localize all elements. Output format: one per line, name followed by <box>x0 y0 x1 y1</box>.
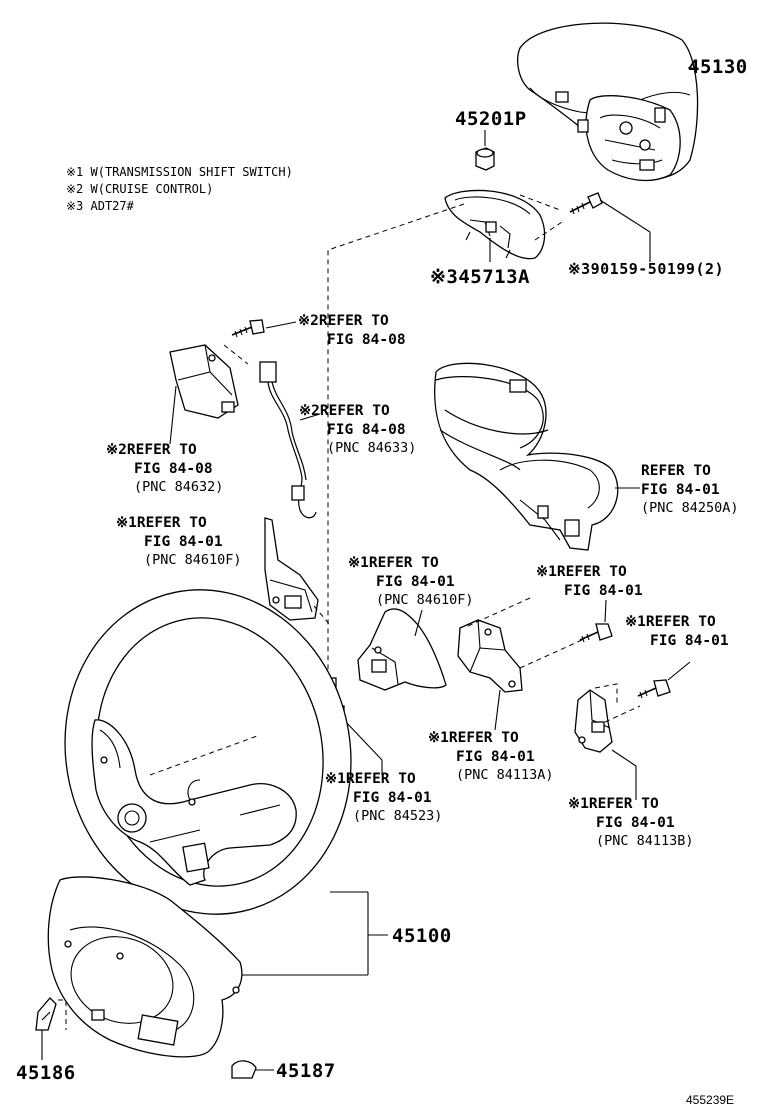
refer-label-5[interactable]: ※1REFER TO <box>116 515 207 531</box>
refer-pnc-5: (PNC 84610F) <box>144 552 242 568</box>
refer-fig-1[interactable]: FIG 84-08 <box>327 332 406 348</box>
refer-fig-5[interactable]: FIG 84-01 <box>144 534 223 550</box>
part-number-45100[interactable]: 45100 <box>392 925 452 947</box>
part-number-90159-50199[interactable]: ※390159-50199(2) <box>568 260 725 278</box>
part-number-45713A[interactable]: ※345713A <box>430 266 530 288</box>
refer-fig-8[interactable]: FIG 84-01 <box>650 633 729 649</box>
refer-label-2[interactable]: ※2REFER TO <box>299 403 390 419</box>
shift-switch-right[interactable] <box>357 608 447 691</box>
refer-fig-10[interactable]: FIG 84-01 <box>353 790 432 806</box>
cruise-wire-harness[interactable] <box>259 361 317 519</box>
screw-right-2[interactable] <box>637 679 671 699</box>
refer-pnc-6: (PNC 84610F) <box>376 592 474 608</box>
screw-cruise[interactable] <box>231 319 265 338</box>
refer-pnc-10: (PNC 84523) <box>353 808 443 824</box>
horn-pad-45130[interactable] <box>517 22 699 182</box>
bracket-84113A[interactable] <box>457 619 523 693</box>
refer-label-1[interactable]: ※2REFER TO <box>298 313 389 329</box>
spiral-cable-assembly[interactable] <box>434 362 619 551</box>
screw-right-1[interactable] <box>579 623 613 643</box>
note-3: ※3 ADT27# <box>66 199 134 213</box>
part-number-45130[interactable]: 45130 <box>688 56 748 78</box>
refer-pnc-9: (PNC 84113A) <box>456 767 554 783</box>
part-number-45201P[interactable]: 45201P <box>455 108 527 130</box>
bracket-84113B[interactable] <box>574 689 613 753</box>
refer-label-9[interactable]: ※1REFER TO <box>428 730 519 746</box>
refer-fig-6[interactable]: FIG 84-01 <box>376 574 455 590</box>
screw-90159-50199[interactable] <box>569 192 603 215</box>
part-number-45186[interactable]: 45186 <box>16 1062 76 1084</box>
refer-label-11[interactable]: ※1REFER TO <box>568 796 659 812</box>
cap-45187[interactable] <box>231 1060 257 1079</box>
refer-fig-3[interactable]: FIG 84-08 <box>134 461 213 477</box>
refer-pnc-3: (PNC 84632) <box>134 479 224 495</box>
refer-label-10[interactable]: ※1REFER TO <box>325 771 416 787</box>
part-number-45187[interactable]: 45187 <box>276 1060 336 1082</box>
refer-label-3[interactable]: ※2REFER TO <box>106 442 197 458</box>
refer-pnc-4: (PNC 84250A) <box>641 500 739 516</box>
cover-45713A[interactable] <box>444 189 546 262</box>
note-2: ※2 W(CRUISE CONTROL) <box>66 182 214 196</box>
clip-45186[interactable] <box>35 997 57 1031</box>
refer-fig-2[interactable]: FIG 84-08 <box>327 422 406 438</box>
refer-label-8[interactable]: ※1REFER TO <box>625 614 716 630</box>
refer-pnc-2: (PNC 84633) <box>327 440 417 456</box>
refer-pnc-11: (PNC 84113B) <box>596 833 694 849</box>
nut-45201P[interactable] <box>475 130 495 171</box>
refer-fig-7[interactable]: FIG 84-01 <box>564 583 643 599</box>
refer-fig-4[interactable]: FIG 84-01 <box>641 482 720 498</box>
cruise-control-switch[interactable] <box>169 344 239 419</box>
shift-switch-left[interactable] <box>264 517 319 621</box>
lower-cover[interactable] <box>47 876 243 1058</box>
refer-label-7[interactable]: ※1REFER TO <box>536 564 627 580</box>
figure-id: 455239E <box>686 1093 735 1107</box>
note-1: ※1 W(TRANSMISSION SHIFT SWITCH) <box>66 165 293 179</box>
refer-fig-9[interactable]: FIG 84-01 <box>456 749 535 765</box>
refer-fig-11[interactable]: FIG 84-01 <box>596 815 675 831</box>
refer-label-6[interactable]: ※1REFER TO <box>348 555 439 571</box>
steering-wheel-45100[interactable] <box>35 563 381 941</box>
refer-label-4[interactable]: REFER TO <box>641 463 711 479</box>
